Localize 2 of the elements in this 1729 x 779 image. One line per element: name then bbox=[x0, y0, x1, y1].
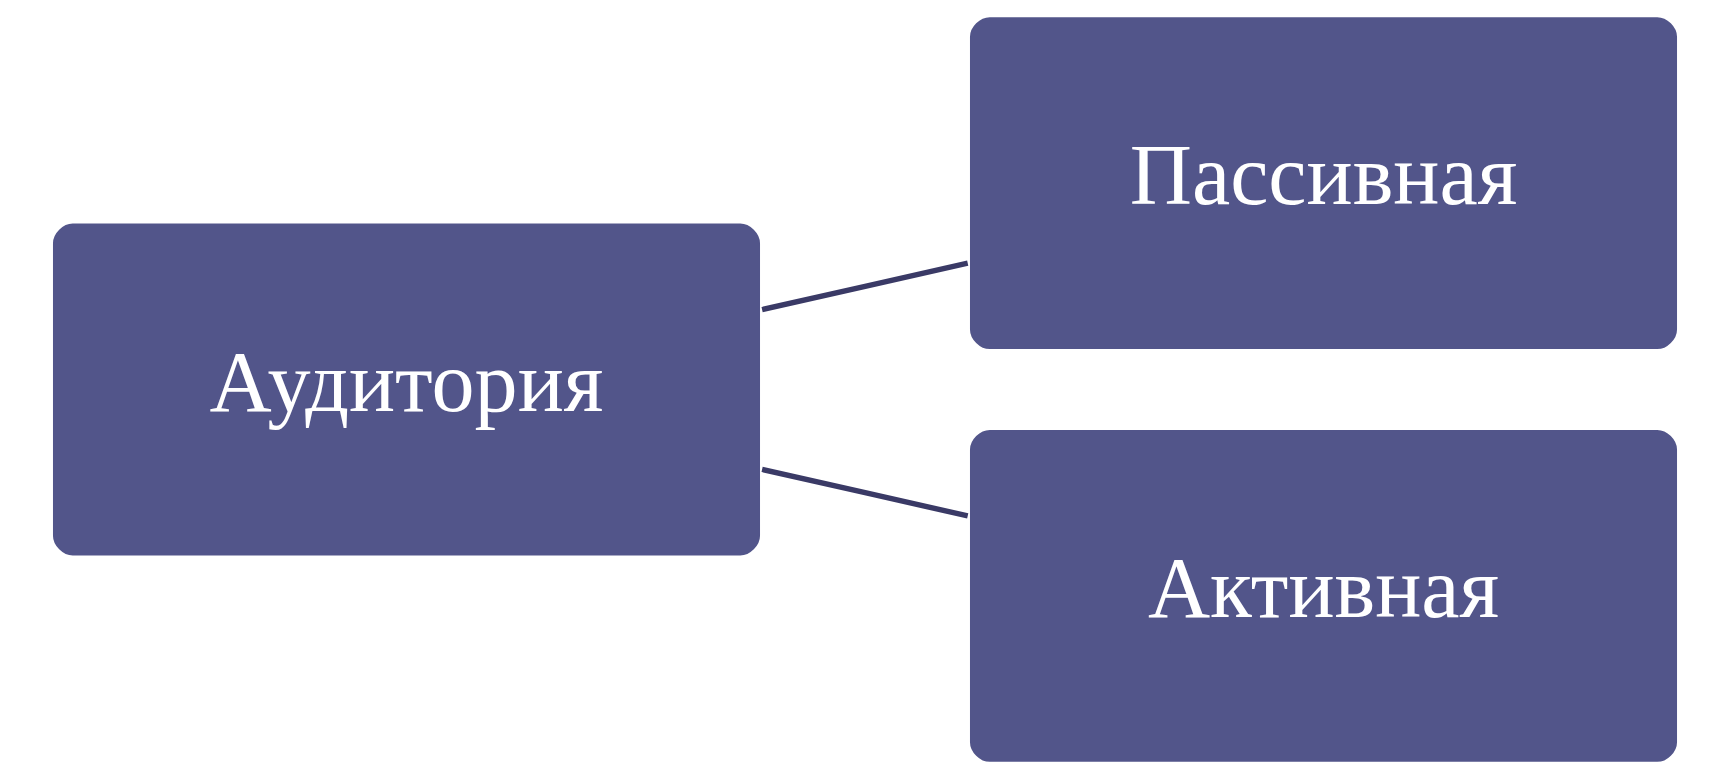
connector bbox=[761, 466, 968, 519]
connector bbox=[761, 260, 968, 313]
